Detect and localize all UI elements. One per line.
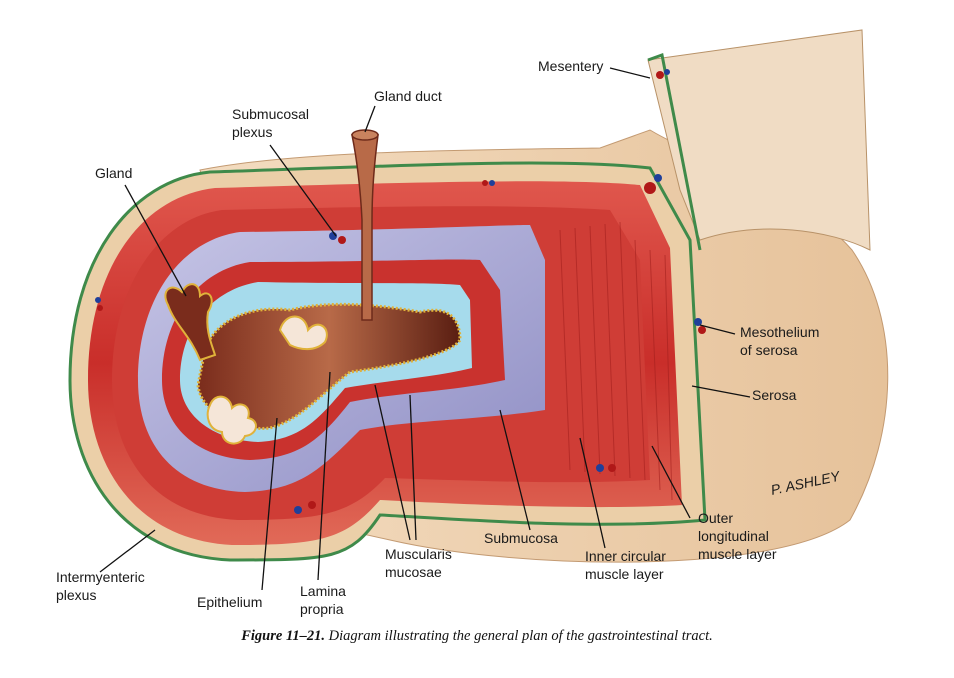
- label-muscularis-mucosae-1: Muscularis: [385, 546, 452, 562]
- mesentery-edge: [647, 53, 702, 251]
- label-submucosa: Submucosa: [484, 530, 558, 546]
- gland-structure: [164, 283, 217, 362]
- figure-caption: Figure 11–21. Diagram illustrating the g…: [0, 628, 954, 645]
- label-mesothelium-2: of serosa: [740, 342, 798, 358]
- label-inner-circular-1: Inner circular: [585, 548, 666, 564]
- label-outer-longitudinal-2: longitudinal: [698, 528, 769, 544]
- label-serosa: Serosa: [752, 387, 797, 403]
- label-lamina-propria-2: propria: [300, 601, 344, 617]
- gland-duct-tube: [351, 134, 379, 321]
- caption-text: Diagram illustrating the general plan of…: [325, 628, 713, 644]
- label-mesentery: Mesentery: [538, 58, 603, 74]
- label-intermyenteric-plexus-1: Intermyenteric: [56, 569, 145, 585]
- label-epithelium: Epithelium: [197, 594, 262, 610]
- label-gland: Gland: [95, 165, 132, 181]
- villus-outpouch: [278, 315, 328, 351]
- label-submucosal-plexus-1: Submucosal: [232, 106, 309, 122]
- label-mesothelium-1: Mesothelium: [740, 324, 819, 340]
- muscle-striations: [559, 221, 673, 501]
- label-outer-longitudinal-1: Outer: [698, 510, 733, 526]
- mesentery-sheet: [647, 29, 871, 251]
- label-intermyenteric-plexus-2: plexus: [56, 587, 96, 603]
- gland-lobes: [206, 395, 257, 445]
- epithelium-lumen: [196, 302, 462, 430]
- label-lamina-propria-1: Lamina: [300, 583, 346, 599]
- gland-duct-opening: [351, 129, 379, 141]
- label-outer-longitudinal-3: muscle layer: [698, 546, 777, 562]
- label-submucosal-plexus-2: plexus: [232, 124, 272, 140]
- leader-lines: [99, 67, 751, 591]
- label-muscularis-mucosae-2: mucosae: [385, 564, 442, 580]
- label-inner-circular-2: muscle layer: [585, 566, 664, 582]
- figure-number: Figure 11–21.: [241, 628, 326, 644]
- label-gland-duct: Gland duct: [374, 88, 442, 104]
